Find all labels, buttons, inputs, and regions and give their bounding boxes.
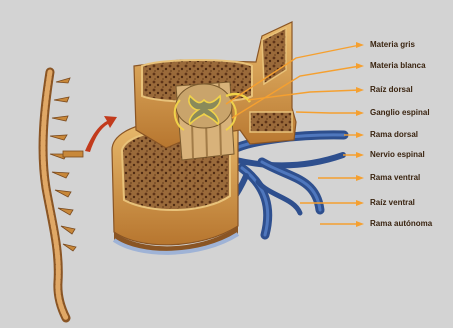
label-rama-dorsal: Rama dorsal: [370, 130, 418, 140]
label-rama-ventral: Rama ventral: [370, 173, 420, 183]
label-materia-blanca: Materia blanca: [370, 61, 426, 71]
label-rama-autonoma: Rama autónoma: [370, 219, 432, 229]
label-raiz-dorsal: Raíz dorsal: [370, 85, 413, 95]
label-raiz-ventral: Raíz ventral: [370, 198, 415, 208]
selection-marker: [63, 151, 83, 157]
label-materia-gris: Materia gris: [370, 40, 415, 50]
label-nervio-espinal: Nervio espinal: [370, 150, 425, 160]
label-ganglio-espinal: Ganglio espinal: [370, 108, 430, 118]
